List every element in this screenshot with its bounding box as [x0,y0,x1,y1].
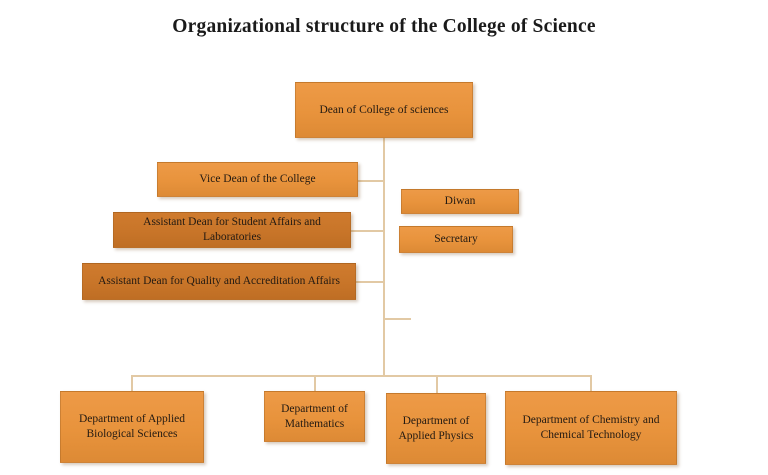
connector-stub-right [383,318,411,320]
node-department-chemistry-chemical-technology[interactable]: Department of Chemistry and Chemical Tec… [505,391,677,465]
node-department-applied-physics[interactable]: Department of Applied Physics [386,393,486,464]
node-assistant-dean-student-affairs-label: Assistant Dean for Student Affairs and L… [143,216,321,243]
page-title: Organizational structure of the College … [172,16,596,37]
node-assistant-dean-quality[interactable]: Assistant Dean for Quality and Accredita… [82,263,356,300]
node-department-chemistry-chemical-technology-label: Department of Chemistry and Chemical Tec… [522,414,660,441]
connector-drop-mathematics [314,375,316,392]
connector-drop-chemistry [590,375,592,392]
connector-to-vice-dean [357,180,384,182]
node-department-mathematics-label: Department of Mathematics [281,402,348,430]
node-diwan-label: Diwan [444,195,476,208]
node-vice-dean[interactable]: Vice Dean of the College [157,162,358,197]
node-assistant-dean-quality-label: Assistant Dean for Quality and Accredita… [98,275,340,288]
node-diwan[interactable]: Diwan [401,189,519,214]
node-dean-of-college-label: Dean of College of sciences [319,103,449,116]
node-department-applied-biological-sciences-label: Department of Applied Biological Science… [78,413,186,440]
connector-drop-physics [436,375,438,394]
connector-to-assistant-dean-quality [355,281,384,283]
node-department-applied-biological-sciences[interactable]: Department of Applied Biological Science… [60,391,204,463]
connector-trunk-vertical [383,138,385,376]
node-assistant-dean-student-affairs[interactable]: Assistant Dean for Student Affairs and L… [113,212,351,248]
connector-departments-bus [131,375,591,377]
node-secretary-label: Secretary [434,233,478,246]
connector-drop-biological [131,375,133,392]
node-dean-of-college[interactable]: Dean of College of sciences [295,82,473,138]
node-department-applied-physics-label: Department of Applied Physics [398,414,474,442]
node-secretary[interactable]: Secretary [399,226,513,253]
node-vice-dean-label: Vice Dean of the College [199,173,316,186]
node-department-mathematics[interactable]: Department of Mathematics [264,391,365,442]
connector-to-assistant-dean-student [350,230,384,232]
